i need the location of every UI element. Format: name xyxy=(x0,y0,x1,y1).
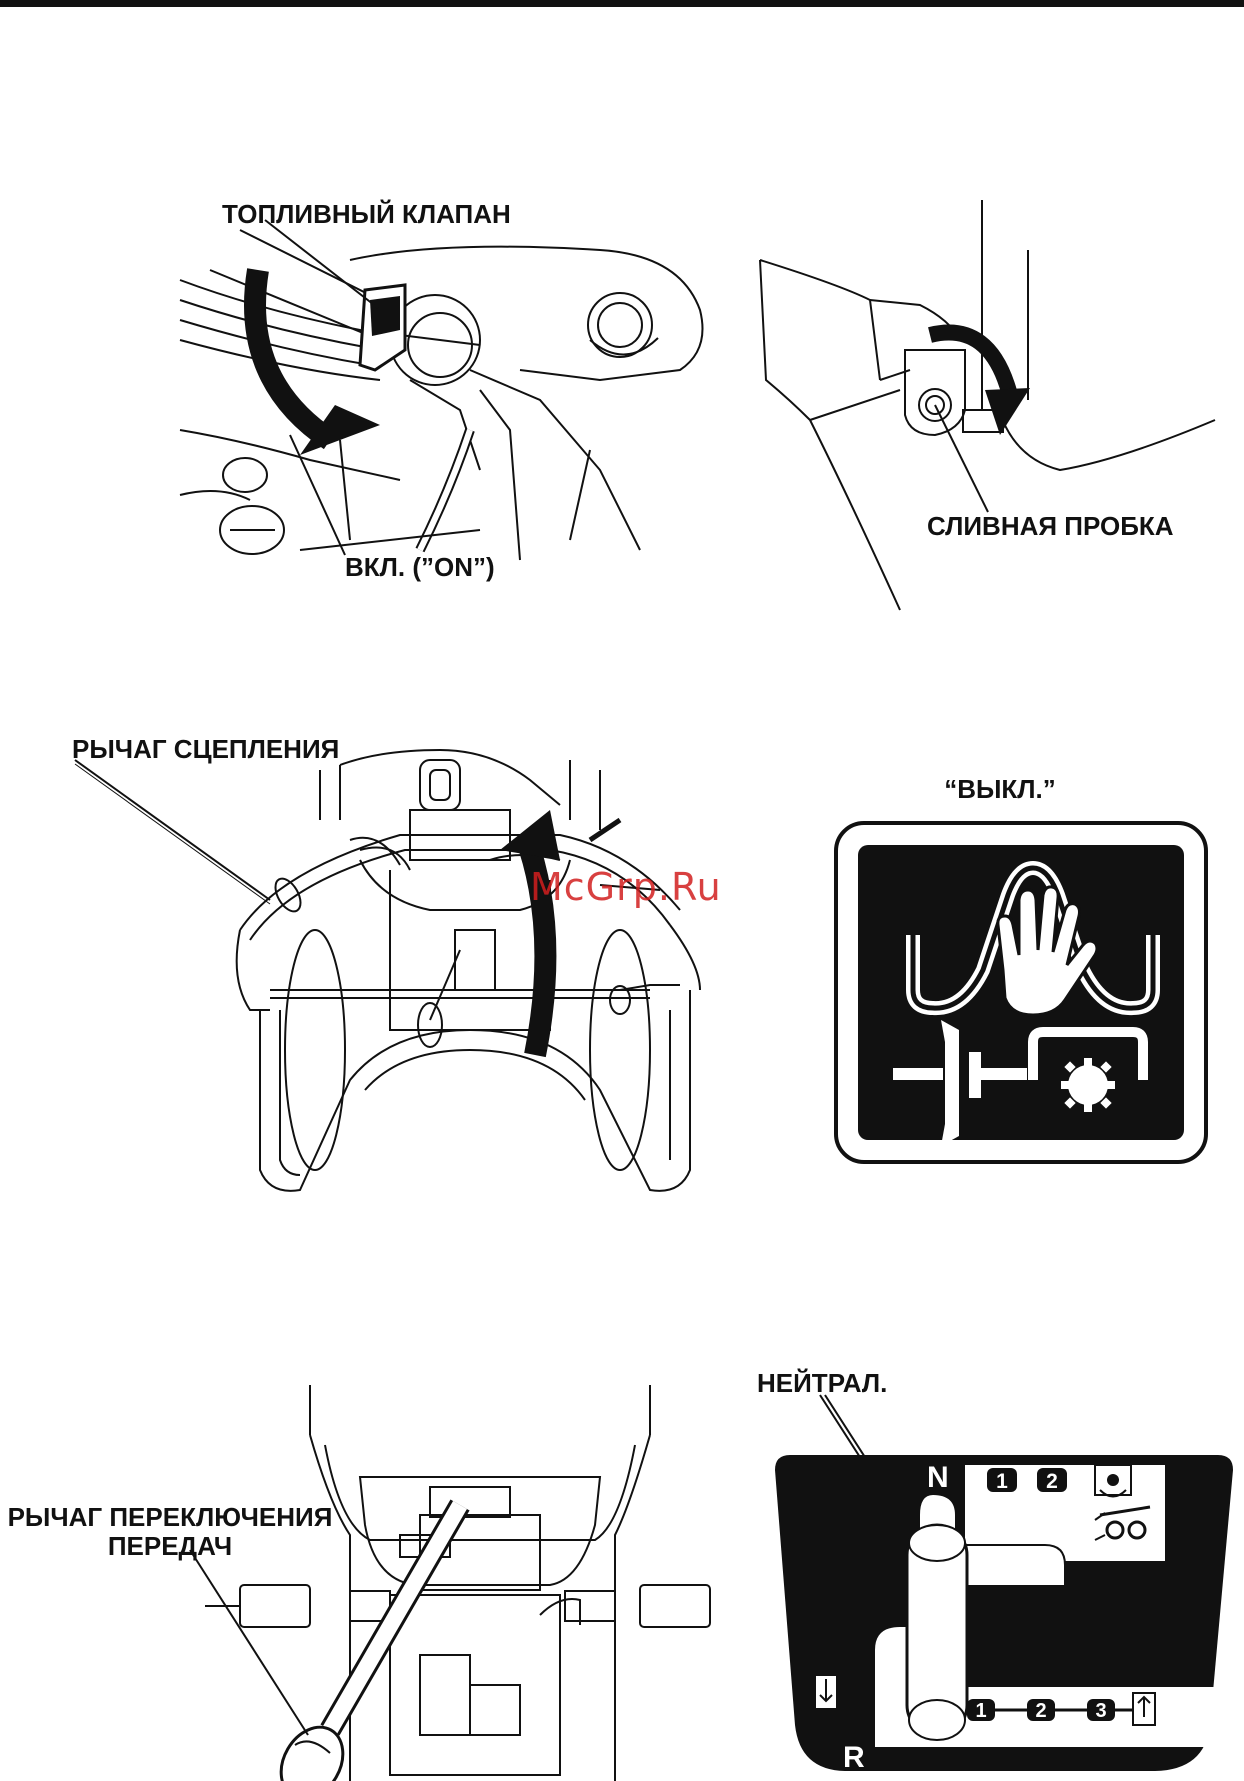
neutral-label: НЕЙТРАЛ. xyxy=(757,1369,887,1398)
fuel-valve-illustration xyxy=(180,230,720,570)
clutch-lever-illustration xyxy=(230,750,750,1210)
tine-up-icon xyxy=(1133,1693,1155,1725)
gear-lever-illustration xyxy=(240,1385,710,1781)
bottom-gear-3: 3 xyxy=(1095,1700,1106,1722)
off-sign-decal xyxy=(833,820,1209,1165)
fuel-valve-label: ТОПЛИВНЫЙ КЛАПАН xyxy=(222,200,511,229)
shift-plate-illustration: N R 1 2 1 2 3 xyxy=(755,1395,1235,1781)
reverse-letter: R xyxy=(843,1741,865,1774)
tine-down-icon xyxy=(815,1675,837,1709)
rotor-icon xyxy=(1095,1465,1131,1497)
neutral-letter: N xyxy=(927,1461,949,1494)
drain-plug-illustration xyxy=(760,200,1220,620)
off-sign-label: “ВЫКЛ.” xyxy=(920,775,1080,804)
top-gear-2: 2 xyxy=(1046,1470,1058,1493)
bottom-gear-2: 2 xyxy=(1035,1700,1046,1722)
top-gear-1: 1 xyxy=(996,1470,1008,1493)
gear-icon xyxy=(1061,1058,1115,1112)
top-rule xyxy=(0,0,1244,7)
bottom-gear-1: 1 xyxy=(975,1700,986,1722)
watermark-text: McGrp.Ru xyxy=(530,865,722,909)
